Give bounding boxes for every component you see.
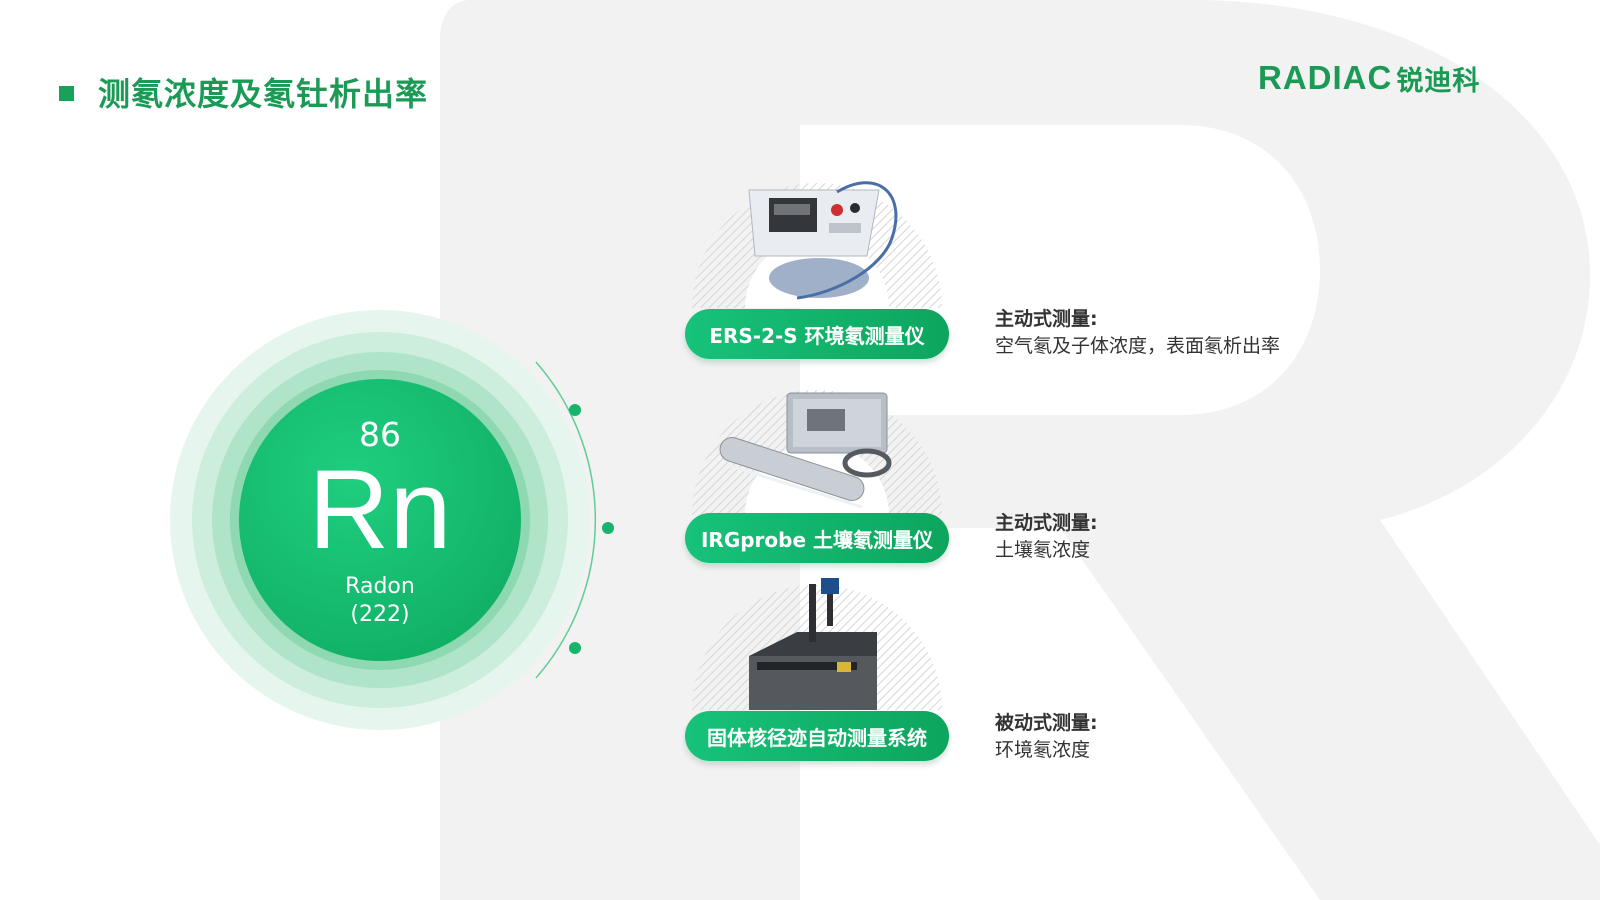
product-mode-3: 被动式测量: xyxy=(995,712,1098,734)
orbit-dot-top xyxy=(569,404,581,416)
product-description-2: 土壤氡浓度 xyxy=(995,539,1091,561)
orbit-dot-bottom xyxy=(569,642,581,654)
product-pill-track-system: 固体核径迹自动测量系统 xyxy=(685,711,949,761)
atomic-number: 86 xyxy=(359,415,401,454)
page-title: 测氡浓度及氡钍析出率 xyxy=(98,75,429,113)
element-symbol: Rn xyxy=(308,447,452,572)
track-measurement-system-icon xyxy=(692,578,942,710)
product-pill-irgprobe: IRGprobe 土壤氡测量仪 xyxy=(685,513,949,563)
logo-chinese-text: 锐迪科 xyxy=(1396,65,1481,97)
logo-latin-text: RADIAC xyxy=(1258,59,1393,96)
soil-radon-probe-icon xyxy=(692,390,942,515)
element-name: Radon xyxy=(345,574,415,599)
product-mode-1: 主动式测量: xyxy=(995,308,1098,330)
product-description-1: 空气氡及子体浓度，表面氡析出率 xyxy=(995,335,1281,357)
product-mode-2: 主动式测量: xyxy=(995,512,1098,534)
radiac-logo: RADIAC 锐迪科 xyxy=(1258,58,1480,98)
radon-monitor-device-icon xyxy=(692,181,942,308)
title-marker xyxy=(59,86,74,101)
atomic-mass: (222) xyxy=(350,602,410,627)
orbit-dot-middle xyxy=(602,522,614,534)
product-pill-ers-2-s: ERS-2-S 环境氡测量仪 xyxy=(685,309,949,359)
product-description-3: 环境氡浓度 xyxy=(995,739,1091,761)
radon-element-graphic xyxy=(170,310,614,730)
